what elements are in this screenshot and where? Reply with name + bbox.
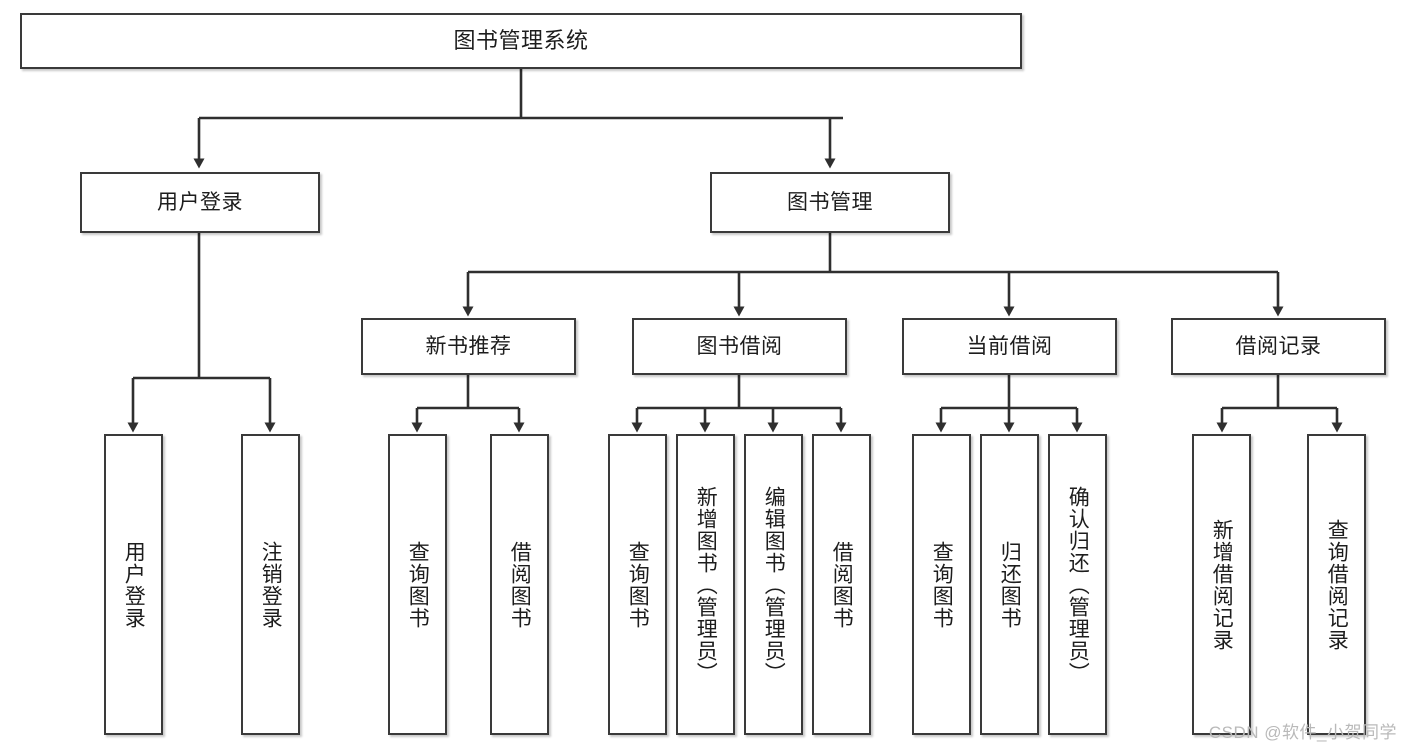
node-label: 查询图书 bbox=[626, 540, 650, 629]
node-book-management[interactable]: 图书管理 bbox=[710, 172, 950, 233]
node-leaf-query-book-newbook[interactable]: 查询图书 bbox=[388, 434, 447, 735]
node-label: 编辑图书（管理员） bbox=[762, 485, 786, 684]
node-new-book-recommend[interactable]: 新书推荐 bbox=[361, 318, 576, 375]
node-user-login[interactable]: 用户登录 bbox=[80, 172, 320, 233]
node-leaf-user-login[interactable]: 用户登录 bbox=[104, 434, 163, 735]
node-borrow-record[interactable]: 借阅记录 bbox=[1171, 318, 1386, 375]
node-leaf-query-borrow-record[interactable]: 查询借阅记录 bbox=[1307, 434, 1366, 735]
node-label: 图书管理 bbox=[787, 190, 873, 214]
node-leaf-add-borrow-record[interactable]: 新增借阅记录 bbox=[1192, 434, 1251, 735]
node-leaf-borrow-book[interactable]: 借阅图书 bbox=[812, 434, 871, 735]
node-leaf-query-book-current[interactable]: 查询图书 bbox=[912, 434, 971, 735]
node-label: 新增借阅记录 bbox=[1210, 518, 1234, 651]
node-leaf-add-book-admin[interactable]: 新增图书（管理员） bbox=[676, 434, 735, 735]
node-label: 查询借阅记录 bbox=[1325, 518, 1349, 651]
node-book-borrow[interactable]: 图书借阅 bbox=[632, 318, 847, 375]
node-root-book-management-system[interactable]: 图书管理系统 bbox=[20, 13, 1022, 69]
node-label: 图书借阅 bbox=[696, 334, 783, 358]
node-leaf-logout-login[interactable]: 注销登录 bbox=[241, 434, 300, 735]
node-label: 注销登录 bbox=[259, 540, 283, 629]
csdn-watermark: CSDN @软件_小贺同学 bbox=[1208, 723, 1397, 742]
node-leaf-edit-book-admin[interactable]: 编辑图书（管理员） bbox=[744, 434, 803, 735]
node-leaf-confirm-return-admin[interactable]: 确认归还（管理员） bbox=[1048, 434, 1107, 735]
node-label: 新书推荐 bbox=[425, 334, 512, 358]
node-label: 新增图书（管理员） bbox=[694, 485, 718, 684]
node-label: 借阅图书 bbox=[830, 540, 854, 629]
node-label: 当前借阅 bbox=[966, 334, 1053, 358]
node-label: 图书管理系统 bbox=[453, 27, 589, 53]
node-label: 用户登录 bbox=[122, 540, 146, 629]
node-label: 借阅记录 bbox=[1235, 334, 1322, 358]
node-label: 借阅图书 bbox=[508, 540, 532, 629]
node-label: 用户登录 bbox=[157, 190, 243, 214]
node-label: 查询图书 bbox=[406, 540, 430, 629]
node-label: 归还图书 bbox=[998, 540, 1022, 629]
node-leaf-query-book-borrow[interactable]: 查询图书 bbox=[608, 434, 667, 735]
node-label: 确认归还（管理员） bbox=[1066, 485, 1090, 684]
node-label: 查询图书 bbox=[930, 540, 954, 629]
node-leaf-borrow-book-newbook[interactable]: 借阅图书 bbox=[490, 434, 549, 735]
node-leaf-return-book[interactable]: 归还图书 bbox=[980, 434, 1039, 735]
node-current-borrow[interactable]: 当前借阅 bbox=[902, 318, 1117, 375]
